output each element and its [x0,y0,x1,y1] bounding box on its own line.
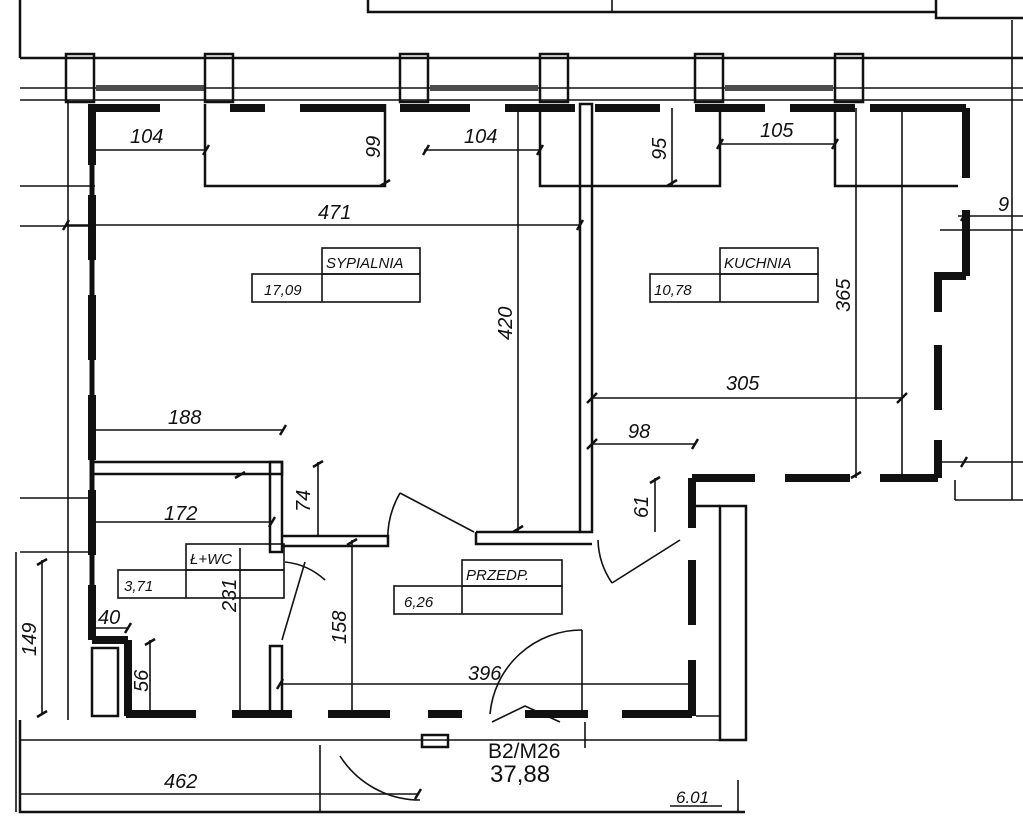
dim-9: 9 [998,194,1009,216]
dim-305: 305 [726,373,760,395]
dim-601: 6.01 [676,788,709,807]
walls [88,102,970,742]
dim-56: 56 [131,669,153,692]
dim-158: 158 [329,611,351,644]
unit-area: 37,88 [490,761,550,788]
building-outline [15,0,1023,814]
kitchen-area: 10,78 [654,282,692,299]
bath-name: Ł+WC [190,551,232,568]
dim-396: 396 [468,663,502,685]
dim-95: 95 [649,137,671,160]
bedroom-area: 17,09 [264,282,302,299]
dim-104-middle: 104 [464,126,497,148]
unit-code: B2/M26 [488,740,560,763]
hall-area: 6,26 [404,594,434,611]
dim-40: 40 [98,607,120,629]
dim-462: 462 [164,771,197,793]
dimension-lines [20,104,1023,807]
dim-188: 188 [168,407,201,429]
doors [281,492,681,801]
window-jambs [64,52,865,104]
hall-name: PRZEDP. [466,567,529,584]
dim-105: 105 [760,120,794,142]
window-bays [203,104,958,188]
kitchen-name: KUCHNIA [724,255,792,272]
dim-74: 74 [293,490,315,512]
bedroom-name: SYPIALNIA [326,255,404,272]
dim-420: 420 [495,307,517,340]
dim-99: 99 [363,136,385,158]
room-label-boxes [117,247,819,615]
dim-61: 61 [631,496,653,518]
dim-104-left: 104 [130,126,163,148]
dim-471: 471 [318,202,351,224]
dim-365: 365 [833,278,855,312]
dim-231: 231 [219,579,241,613]
dim-149: 149 [19,623,41,656]
bath-area: 3,71 [124,578,153,595]
dim-172: 172 [164,503,197,525]
dim-98: 98 [628,421,650,443]
